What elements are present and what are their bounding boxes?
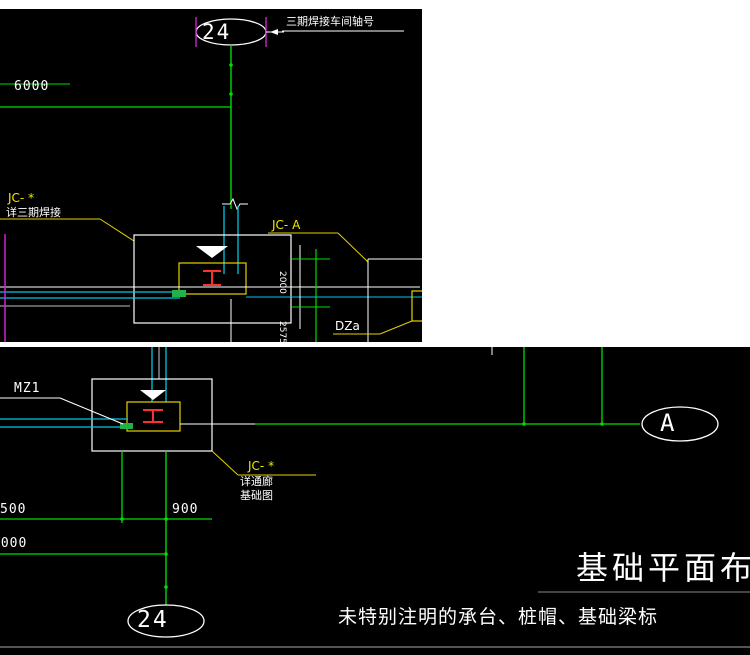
- foundation-tag-bottom: JC- *: [248, 459, 275, 473]
- column-tag-dza: DZa: [335, 319, 360, 333]
- dim-500: 500: [0, 502, 27, 517]
- beam-end-block-b: [120, 423, 133, 429]
- axis-label-a: A: [660, 409, 675, 437]
- top-drawing-svg: [0, 17, 422, 342]
- dim-900: 900: [172, 502, 199, 517]
- column-tag-mz1: MZ1: [14, 381, 41, 396]
- foundation-box-top: [133, 234, 292, 324]
- axis-label-24-bottom: 24: [137, 607, 169, 633]
- vert-dim-text-2: 2575: [277, 321, 287, 342]
- foundation-box-bottom: [91, 378, 213, 452]
- beam-end-block: [172, 290, 186, 297]
- foundation-note-top: 详三期焊接: [6, 206, 61, 219]
- dim-tick: [164, 552, 168, 556]
- triangle-marker-bottom: [140, 390, 166, 400]
- triangle-marker-top: [196, 246, 228, 258]
- break-symbol: [222, 197, 248, 211]
- column-box-bottom: [126, 401, 181, 432]
- axis-note-arrow: [270, 29, 278, 35]
- axis-tick: [229, 92, 233, 96]
- column-box-top: [178, 262, 247, 295]
- jc-leader-diag: [99, 218, 135, 242]
- top-drawing-panel: 24 三期焊接车间轴号 6000 JC- * 详三期焊接 JC- A DZa 2…: [0, 9, 422, 342]
- jc-bottom-diag: [211, 450, 239, 476]
- bottom-drawing-panel: MZ1 A JC- * 详通廊 基础图 500 900 6000 24 基础平面…: [0, 347, 750, 655]
- dim-6000-bottom: 6000: [0, 536, 28, 551]
- dim-6000-top: 6000: [14, 79, 50, 94]
- dim-tick: [164, 517, 168, 521]
- axis-tick: [229, 63, 233, 67]
- foundation-tag-a: JC- A: [272, 218, 301, 232]
- plan-note: 未特别注明的承台、桩帽、基础梁标: [338, 606, 659, 628]
- dim-tick: [120, 517, 124, 521]
- bottom-drawing-svg: [0, 347, 750, 648]
- dza-diag: [379, 320, 413, 335]
- foundation-note-bottom-1: 详通廊: [240, 475, 273, 488]
- foundation-tag-top: JC- *: [8, 191, 35, 205]
- adjacent-column-box: [411, 290, 422, 322]
- axis-label-24-top: 24: [202, 20, 232, 44]
- axis-note-text: 三期焊接车间轴号: [286, 15, 374, 28]
- jc-a-diag: [337, 232, 369, 263]
- axis-bubble-24-bottom: [127, 604, 205, 638]
- axis-bubble-a: [641, 406, 719, 442]
- dim-tick: [164, 585, 168, 589]
- foundation-note-bottom-2: 基础图: [240, 489, 273, 502]
- plan-title: 基础平面布: [576, 549, 750, 587]
- mz1-diag: [59, 397, 124, 425]
- vert-dim-text-1: 2000: [277, 271, 287, 294]
